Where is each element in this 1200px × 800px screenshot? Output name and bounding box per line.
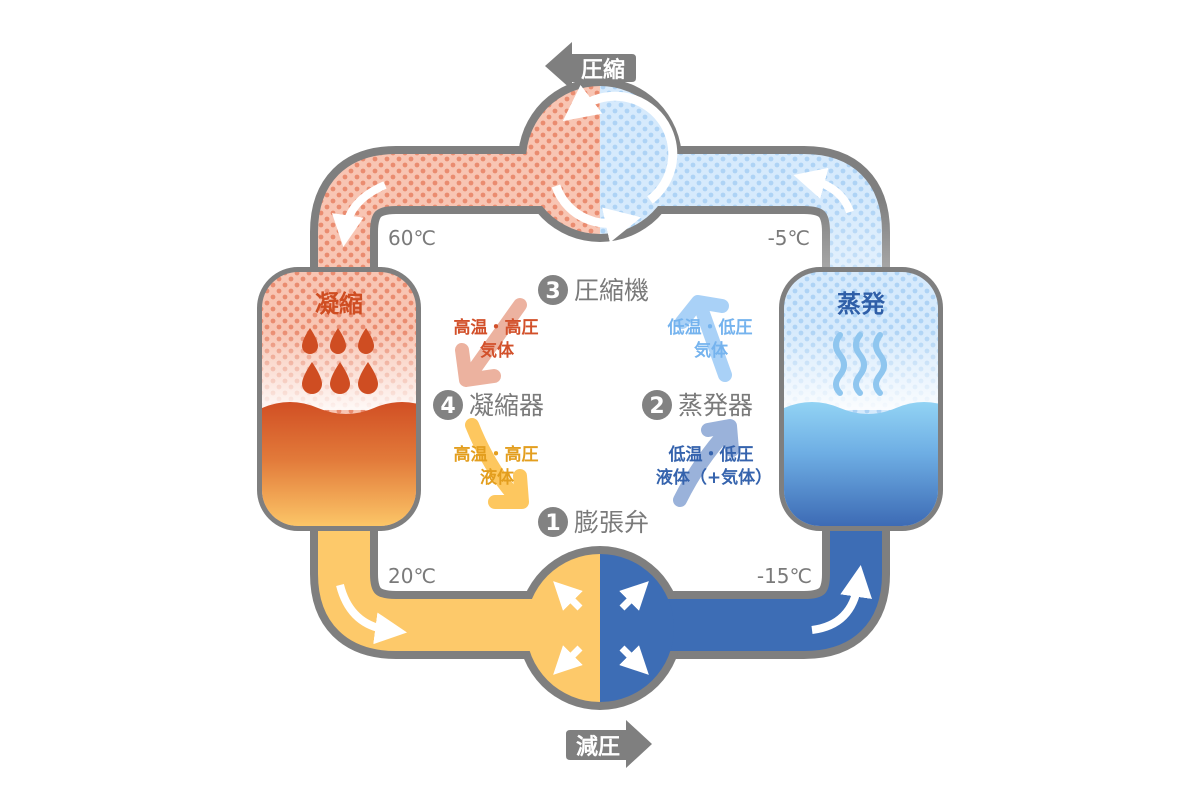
steam-waves-icon bbox=[833, 332, 887, 396]
decompression-label: 減圧 bbox=[576, 735, 620, 760]
temp-top-right: -5℃ bbox=[768, 226, 810, 250]
step-4-condenser: 4 凝縮器 bbox=[433, 390, 544, 420]
hot-gas-pipe bbox=[318, 86, 600, 300]
hot-gas-state-line2: 気体 bbox=[479, 340, 515, 361]
temp-bottom-left: 20℃ bbox=[388, 564, 436, 588]
compressor-rotation-arrows bbox=[551, 84, 678, 243]
hot-liquid-state-line1: 高温・高圧 bbox=[454, 444, 539, 465]
compression-direction-arrow: 圧縮 bbox=[545, 42, 636, 90]
condenser-tank-label: 凝縮 bbox=[315, 290, 363, 318]
step-label: 圧縮機 bbox=[574, 276, 649, 305]
hot-gas-arrow bbox=[455, 298, 527, 387]
step-3-compressor: 3 圧縮機 bbox=[538, 275, 649, 305]
expansion-valve-arrows bbox=[553, 581, 649, 675]
step-label: 蒸発器 bbox=[678, 391, 753, 420]
hot-liquid-state-line2: 液体 bbox=[480, 467, 515, 488]
step-number: 4 bbox=[440, 394, 455, 419]
condenser-tank: 凝縮 bbox=[257, 267, 421, 531]
condensation-drops-icon bbox=[302, 328, 378, 394]
decompression-direction-arrow: 減圧 bbox=[566, 720, 652, 768]
step-number: 2 bbox=[649, 394, 664, 419]
step-1-expansion-valve: 1 膨張弁 bbox=[538, 507, 649, 537]
hot-gas-state-line1: 高温・高圧 bbox=[454, 317, 539, 338]
temp-top-left: 60℃ bbox=[388, 226, 436, 250]
compression-label: 圧縮 bbox=[581, 57, 625, 83]
hot-liquid-arrow bbox=[465, 418, 529, 509]
cold-liquid-arrow bbox=[673, 419, 739, 507]
cold-liquid-state-line2: 液体（+気体） bbox=[656, 467, 772, 488]
step-label: 膨張弁 bbox=[574, 508, 649, 537]
temp-bottom-right: -15℃ bbox=[757, 564, 812, 588]
center-flow-arrows bbox=[455, 295, 739, 509]
evaporator-tank-label: 蒸発 bbox=[837, 290, 886, 318]
cold-gas-state-line1: 低温・低圧 bbox=[667, 317, 753, 338]
pipe-flow-arrows bbox=[331, 167, 872, 645]
step-number: 1 bbox=[545, 511, 560, 536]
evaporator-tank: 蒸発 bbox=[779, 267, 943, 531]
cold-liquid-state-line1: 低温・低圧 bbox=[668, 444, 754, 465]
step-label: 凝縮器 bbox=[469, 391, 544, 420]
step-number: 3 bbox=[545, 279, 560, 304]
step-2-evaporator: 2 蒸発器 bbox=[642, 390, 753, 420]
cold-gas-arrow bbox=[675, 295, 732, 382]
cold-gas-state-line2: 気体 bbox=[693, 340, 729, 361]
